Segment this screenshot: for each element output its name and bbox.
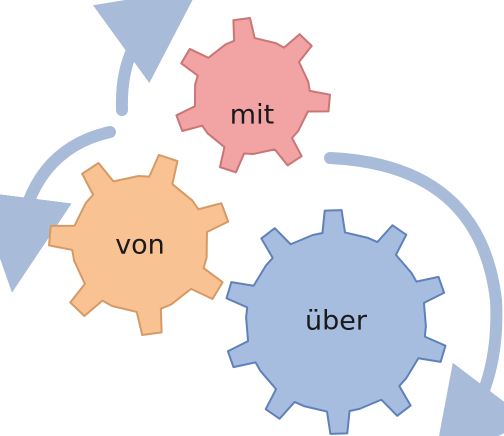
gear-mit-label: mit	[230, 100, 274, 131]
arrow-top-left	[92, 0, 199, 116]
gear-uber: über	[225, 209, 447, 435]
gear-von: von	[48, 153, 230, 336]
arrow-right	[324, 152, 504, 436]
arrow-left	[0, 126, 116, 293]
gear-uber-shape	[225, 209, 447, 435]
gear-uber-label: über	[305, 306, 368, 337]
gear-mit-shape	[175, 17, 331, 174]
gear-von-shape	[48, 153, 230, 336]
gear-mit: mit	[175, 17, 331, 174]
gear-von-label: von	[115, 230, 165, 261]
